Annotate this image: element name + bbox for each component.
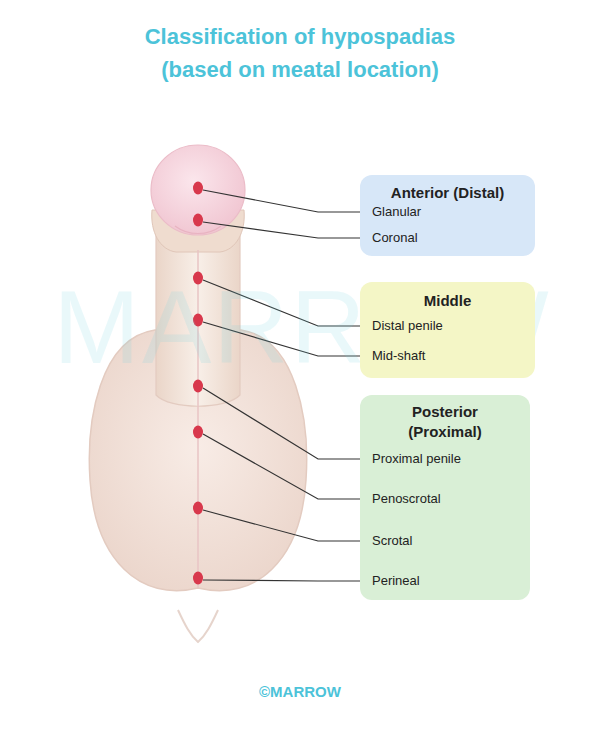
leader-line xyxy=(203,510,366,541)
meatus-dot xyxy=(193,182,203,195)
glans xyxy=(151,145,245,235)
location-label: Perineal xyxy=(372,573,420,589)
location-label: Scrotal xyxy=(372,533,412,549)
leader-line xyxy=(203,190,366,212)
meatus-dot xyxy=(193,572,203,585)
leader-line xyxy=(203,222,366,238)
meatus-dot xyxy=(193,214,203,227)
title: Classification of hypospadias (based on … xyxy=(130,20,470,86)
copyright-note: ©MARROW xyxy=(0,683,600,700)
category-heading: Middle xyxy=(368,291,528,311)
leader-line xyxy=(203,580,366,581)
location-label: Mid-shaft xyxy=(372,348,425,364)
category-box: MiddleDistal penileMid-shaft xyxy=(360,282,535,378)
glans-cleft xyxy=(175,226,221,234)
category-heading: Anterior (Distal) xyxy=(368,183,528,203)
location-label: Distal penile xyxy=(372,318,443,334)
location-label: Penoscrotal xyxy=(372,491,441,507)
meatus-dots xyxy=(193,182,203,585)
location-label: Proximal penile xyxy=(372,451,461,467)
category-box: Posterior (Proximal) Proximal penilePenos… xyxy=(360,395,530,600)
category-box: Anterior (Distal)GlanularCoronal xyxy=(360,175,535,256)
location-label: Glanular xyxy=(372,204,421,220)
meatus-dot xyxy=(193,426,203,439)
meatus-dot xyxy=(193,502,203,515)
perineum xyxy=(178,610,218,642)
leader-line xyxy=(203,434,366,499)
leader-lines xyxy=(203,190,366,581)
location-label: Coronal xyxy=(372,230,418,246)
category-heading: Posterior (Proximal) xyxy=(383,402,508,442)
